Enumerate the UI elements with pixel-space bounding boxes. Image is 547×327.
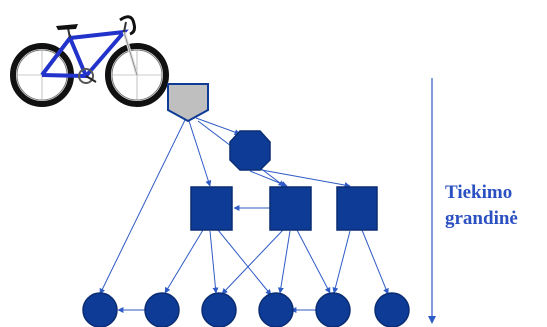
edge bbox=[164, 229, 204, 294]
edge bbox=[296, 229, 331, 294]
supply-chain-label: Tiekimo grandinė bbox=[445, 180, 518, 232]
square-node bbox=[190, 186, 233, 231]
edges bbox=[99, 117, 389, 313]
label-line-2: grandinė bbox=[445, 208, 518, 229]
label-line-1: Tiekimo bbox=[445, 182, 513, 203]
edge bbox=[99, 119, 186, 295]
circle-node bbox=[315, 292, 351, 327]
circle-node bbox=[258, 292, 294, 327]
circle-node bbox=[374, 292, 410, 327]
supply-chain-axis bbox=[428, 78, 436, 324]
square-node bbox=[269, 186, 312, 231]
bicycle-icon bbox=[10, 15, 169, 107]
edge bbox=[195, 117, 241, 135]
edge bbox=[209, 230, 219, 294]
circle-node bbox=[201, 292, 237, 327]
nodes bbox=[82, 83, 410, 327]
edge bbox=[255, 168, 351, 188]
octagon-node bbox=[229, 130, 271, 171]
edge bbox=[217, 229, 272, 296]
circle-node bbox=[82, 292, 118, 327]
edge bbox=[361, 229, 389, 295]
edge bbox=[249, 170, 288, 187]
edge bbox=[221, 229, 284, 295]
square-node bbox=[336, 186, 378, 231]
top-pentagon-node bbox=[167, 83, 209, 123]
edge bbox=[277, 230, 291, 294]
edge bbox=[188, 120, 212, 187]
edge bbox=[332, 230, 351, 294]
circle-node bbox=[144, 292, 180, 327]
